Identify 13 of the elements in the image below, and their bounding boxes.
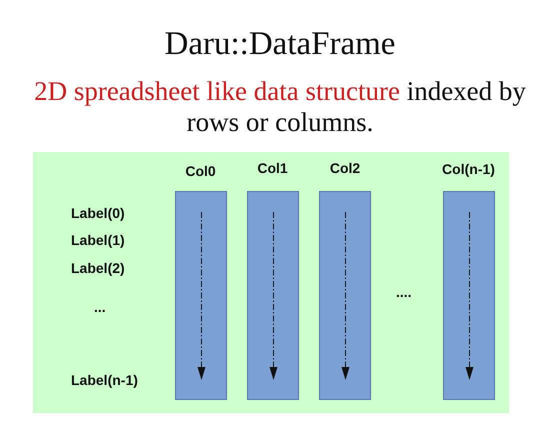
row-label: Label(0): [71, 204, 125, 222]
column-header: Col0: [185, 162, 216, 180]
row-label: Label(2): [71, 259, 125, 277]
column-header: Col(n-1): [442, 160, 495, 178]
panel: [33, 152, 509, 413]
ellipsis: ...: [94, 298, 106, 316]
ellipsis: ....: [396, 283, 412, 301]
column-header: Col1: [257, 159, 288, 177]
row-label: Label(1): [71, 231, 125, 249]
subtitle: 2D spreadsheet like data structure indexed by rows or columns.: [33, 76, 527, 138]
title: Daru::DataFrame: [164, 25, 396, 63]
row-label: Label(n-1): [71, 371, 138, 389]
column-header: Col2: [330, 159, 360, 177]
